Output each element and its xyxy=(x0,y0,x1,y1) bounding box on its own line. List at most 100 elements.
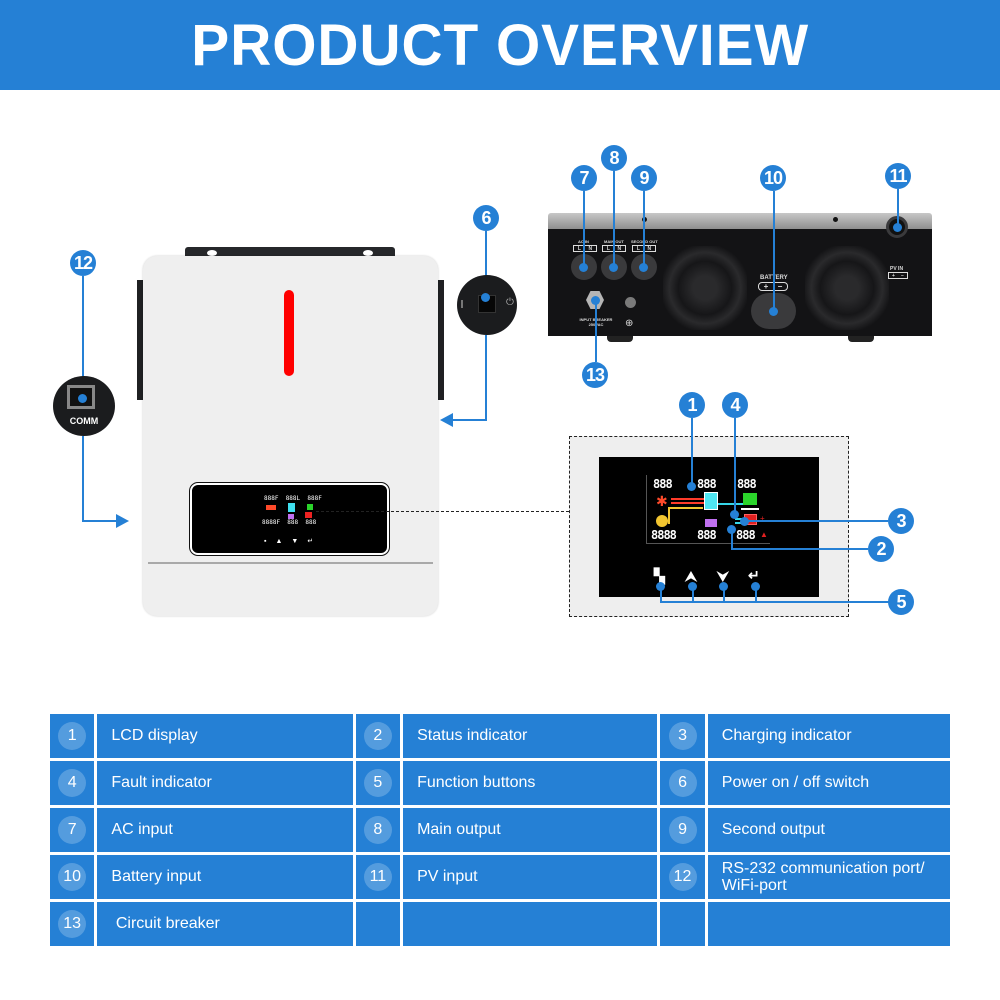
callout-dot xyxy=(687,482,696,491)
leader-line xyxy=(691,418,693,486)
lcd-top-value: 888 xyxy=(737,477,757,491)
ground-screw xyxy=(625,297,636,308)
cooling-fan xyxy=(805,246,889,330)
callout-11: 11 xyxy=(885,163,911,189)
table-row: 4 Fault indicator 5 Function buttons 6 P… xyxy=(50,761,950,805)
callout-3: 3 xyxy=(888,508,914,534)
lcd-top-value: 888 xyxy=(653,477,673,491)
alarm-bell-icon: ▲ xyxy=(760,530,768,539)
lcd-bottom-value: 888 xyxy=(697,528,717,542)
callout-dot xyxy=(78,394,87,403)
table-row: 7 AC input 8 Main output 9 Second output xyxy=(50,808,950,852)
leader-line xyxy=(583,191,585,267)
callout-dot xyxy=(730,510,739,519)
callout-13: 13 xyxy=(582,362,608,388)
charging-arrow-icon xyxy=(735,518,743,520)
enter-icon[interactable]: ↵ xyxy=(748,567,760,583)
leader-line xyxy=(731,529,733,549)
legend-number: 10 xyxy=(58,863,87,891)
table-row: 1 LCD display 2 Status indicator 3 Charg… xyxy=(50,714,950,758)
callout-2: 2 xyxy=(868,536,894,562)
header-banner: PRODUCT OVERVIEW xyxy=(0,0,1000,90)
leader-line xyxy=(613,171,615,267)
empty-cell xyxy=(707,902,950,946)
leader-line xyxy=(773,191,775,311)
callout-9: 9 xyxy=(631,165,657,191)
battery-icon xyxy=(705,519,717,527)
legend-label: Battery input xyxy=(97,855,353,899)
bracket-hole xyxy=(363,250,373,256)
legend-number: 3 xyxy=(668,722,697,750)
mini-lcd-value: 888 xyxy=(305,519,317,526)
zoom-connector xyxy=(316,511,569,512)
leader-line xyxy=(744,520,888,522)
legend-number: 7 xyxy=(58,816,87,844)
mini-lcd-value: 888F xyxy=(264,495,279,502)
legend-number: 6 xyxy=(668,769,697,797)
status-light-bar xyxy=(284,290,294,376)
callout-1: 1 xyxy=(679,392,705,418)
callout-dot xyxy=(639,263,648,272)
legend-label: Status indicator xyxy=(403,714,658,758)
power-icon: ⏻ xyxy=(506,297,514,308)
leader-line xyxy=(643,191,645,267)
rj45-port-icon xyxy=(67,385,95,409)
callout-dot xyxy=(579,263,588,272)
lcd-display-zoom xyxy=(599,457,819,597)
callout-10: 10 xyxy=(760,165,786,191)
plus-icon: + xyxy=(760,514,765,523)
legend-label: PV input xyxy=(403,855,658,899)
leader-line xyxy=(82,520,118,522)
pv-meter-icon xyxy=(656,515,668,527)
cooling-fan xyxy=(663,246,747,330)
load-house-icon xyxy=(743,493,757,505)
empty-cell xyxy=(355,902,401,946)
leader-line xyxy=(897,189,899,227)
legend-number: 5 xyxy=(363,769,392,797)
callout-8: 8 xyxy=(601,145,627,171)
mini-lcd-value: 8888F xyxy=(262,519,281,526)
comm-port-closeup: COMM xyxy=(53,376,115,436)
legend-label: Main output xyxy=(403,808,658,852)
callout-dot xyxy=(481,293,490,302)
legend-label: Fault indicator xyxy=(97,761,353,805)
legend-number: 12 xyxy=(668,863,697,891)
legend-number: 1 xyxy=(58,722,87,750)
grid-tower-icon: ✱ xyxy=(656,493,668,509)
legend-label: Circuit breaker xyxy=(97,902,353,946)
lcd-bottom-value: 8888 xyxy=(651,528,677,542)
down-icon[interactable]: ⮟ xyxy=(717,568,729,584)
legend-label: Function buttons xyxy=(403,761,658,805)
comm-label: COMM xyxy=(69,416,99,426)
table-row: 10 Battery input 11 PV input 12 RS-232 c… xyxy=(50,855,950,899)
ground-icon: ⊕ xyxy=(625,318,634,329)
empty-cell xyxy=(660,902,705,946)
pv-label: PV IN xyxy=(890,266,904,272)
power-switch-closeup: ⏻ xyxy=(457,275,517,335)
inverter-icon xyxy=(704,492,718,510)
mini-lcd-value: 888F xyxy=(307,495,322,502)
front-lcd-panel: 888F 888L 888F 8888F 888 888 ▪▲▼↵ xyxy=(189,482,390,556)
load-icon xyxy=(307,504,313,510)
leader-line xyxy=(485,231,487,299)
legend-label: Second output xyxy=(707,808,950,852)
front-divider xyxy=(148,562,433,564)
leader-line xyxy=(731,548,868,550)
legend-label: RS-232 communication port/ WiFi-port xyxy=(707,855,950,899)
battery-icon xyxy=(288,514,294,519)
table-row: 13 Circuit breaker xyxy=(50,902,950,946)
leader-line xyxy=(82,436,84,522)
leader-line xyxy=(734,418,736,514)
up-icon[interactable]: ⮝ xyxy=(685,568,697,584)
callout-12: 12 xyxy=(70,250,96,276)
grid-icon xyxy=(266,505,276,510)
rear-top-cover xyxy=(548,213,932,229)
callout-7: 7 xyxy=(571,165,597,191)
callout-dot xyxy=(769,307,778,316)
legend-number: 9 xyxy=(668,816,697,844)
legend-label: AC input xyxy=(97,808,353,852)
leader-line xyxy=(660,601,890,603)
side-panel-left xyxy=(137,280,147,400)
menu-icon[interactable]: ▚ xyxy=(654,568,665,584)
mini-button-row[interactable]: ▪▲▼↵ xyxy=(264,538,323,545)
